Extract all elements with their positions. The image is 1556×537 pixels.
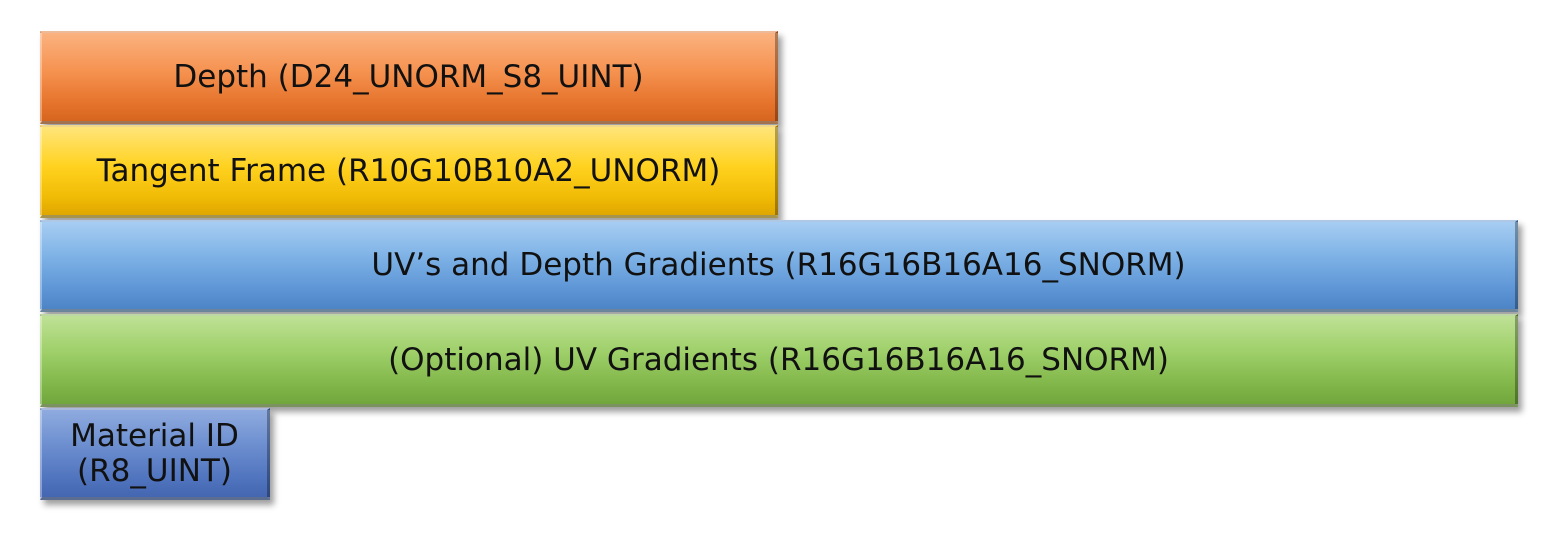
material-id-label: Material ID (R8_UINT) xyxy=(70,417,239,489)
depth-block: Depth (D24_UNORM_S8_UINT) xyxy=(40,31,778,124)
tangent-frame-label: Tangent Frame (R10G10B10A2_UNORM) xyxy=(96,152,721,189)
material-id-block: Material ID (R8_UINT) xyxy=(40,408,270,500)
uv-depth-gradients-label: UV’s and Depth Gradients (R16G16B16A16_S… xyxy=(371,247,1186,284)
uv-depth-gradients-block: UV’s and Depth Gradients (R16G16B16A16_S… xyxy=(40,220,1518,312)
tangent-frame-block: Tangent Frame (R10G10B10A2_UNORM) xyxy=(40,125,778,218)
uv-gradients-label: (Optional) UV Gradients (R16G16B16A16_SN… xyxy=(388,341,1169,378)
depth-label: Depth (D24_UNORM_S8_UINT) xyxy=(173,58,644,95)
uv-gradients-block: (Optional) UV Gradients (R16G16B16A16_SN… xyxy=(40,314,1518,407)
